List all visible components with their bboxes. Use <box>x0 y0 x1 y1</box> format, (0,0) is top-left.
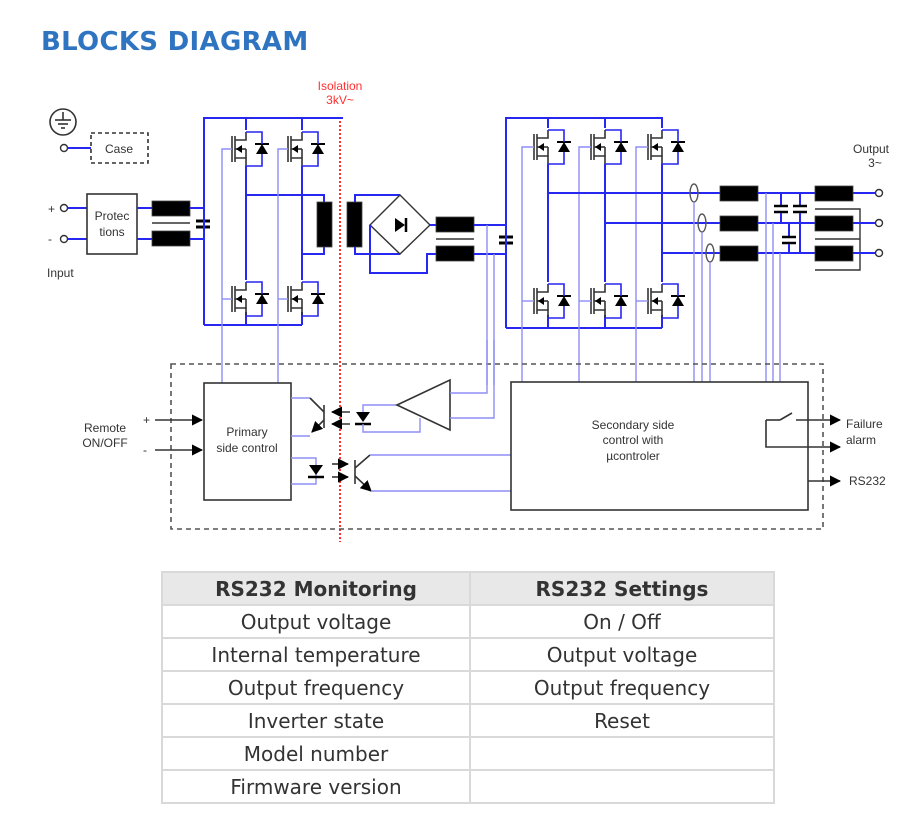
table-row: Model number <box>161 736 775 771</box>
remote-minus-label: - <box>143 443 147 457</box>
output-terminal-2 <box>874 218 884 228</box>
protections-label: Protec <box>95 209 130 223</box>
input-minus-label: - <box>48 232 52 246</box>
table-header-row: RS232 Monitoring RS232 Settings <box>161 571 775 606</box>
input-label: Input <box>47 266 74 280</box>
output-label: Output <box>853 142 890 156</box>
feedback-amplifier <box>395 378 451 432</box>
settings-cell: Output frequency <box>469 670 775 705</box>
rectifier-bridge <box>369 194 431 255</box>
table-row: Firmware version <box>161 769 775 804</box>
table-row: Internal temperature Output voltage <box>161 637 775 672</box>
failure-relay-contact <box>765 412 842 453</box>
input-choke-bottom <box>151 230 191 247</box>
primary-mosfet-2 <box>287 131 326 167</box>
input-choke-top <box>151 200 191 217</box>
secondary-mosfet-1 <box>533 129 572 165</box>
monitoring-cell: Firmware version <box>161 769 471 804</box>
secondary-control-label: Secondary side <box>592 418 675 432</box>
table-row: Inverter state Reset <box>161 703 775 738</box>
primary-side-control-label-2: side control <box>216 441 277 455</box>
secondary-mosfet-6 <box>647 283 686 319</box>
primary-mosfet-1 <box>231 131 270 167</box>
output-inductor-1 <box>719 185 759 202</box>
output-phase-label: 3~ <box>868 156 882 170</box>
remote-onoff-label: ON/OFF <box>82 436 127 450</box>
output-common-choke-1 <box>814 185 854 202</box>
rs232-table: RS232 Monitoring RS232 Settings Output v… <box>161 571 775 804</box>
output-inductor-2 <box>719 215 759 232</box>
remote-plus-label: + <box>143 413 150 427</box>
block-diagram: Isolation 3kV~ Case + - Input Protec tio… <box>47 79 890 542</box>
optocoupler-led-2 <box>308 465 324 479</box>
secondary-control-label-3: µcontroler <box>606 449 660 463</box>
settings-cell: On / Off <box>469 604 775 639</box>
secondary-mosfet-3 <box>647 129 686 165</box>
optocoupler-led-1 <box>355 412 371 426</box>
primary-mosfet-3 <box>231 281 270 317</box>
protections-block <box>86 193 138 255</box>
monitoring-cell: Model number <box>161 736 471 771</box>
table-row: Output voltage On / Off <box>161 604 775 639</box>
secondary-side-control-block <box>510 381 809 511</box>
settings-cell <box>469 736 775 771</box>
settings-cell <box>469 769 775 804</box>
case-terminal <box>59 143 69 153</box>
primary-side-control-block <box>203 382 292 501</box>
primary-side-control-label: Primary <box>226 425 267 439</box>
monitoring-cell: Inverter state <box>161 703 471 738</box>
output-inductor-3 <box>719 245 759 262</box>
primary-mosfet-4 <box>287 281 326 317</box>
secondary-mosfet-4 <box>533 283 572 319</box>
control-section-box <box>170 363 824 530</box>
monitoring-cell: Output frequency <box>161 670 471 705</box>
table-row: Output frequency Output frequency <box>161 670 775 705</box>
secondary-mosfet-5 <box>590 283 629 319</box>
page-title: BLOCKS DIAGRAM <box>41 27 309 57</box>
header-rs232-settings: RS232 Settings <box>469 571 775 606</box>
protections-label-2: tions <box>99 225 124 239</box>
case-box <box>90 132 149 164</box>
output-common-choke-3 <box>814 245 854 262</box>
remote-label: Remote <box>84 421 126 435</box>
settings-cell: Reset <box>469 703 775 738</box>
output-terminal-1 <box>874 188 884 198</box>
monitoring-cell: Output voltage <box>161 604 471 639</box>
input-plus-label: + <box>48 202 55 216</box>
secondary-mosfet-2 <box>590 129 629 165</box>
rs232-output-label: RS232 <box>849 474 886 488</box>
dc-choke-top <box>435 216 475 233</box>
output-common-choke-2 <box>814 215 854 232</box>
isolation-voltage-label: 3kV~ <box>326 93 354 107</box>
monitoring-cell: Internal temperature <box>161 637 471 672</box>
settings-cell: Output voltage <box>469 637 775 672</box>
case-label: Case <box>105 142 133 156</box>
input-plus-terminal <box>59 203 69 213</box>
input-minus-terminal <box>59 234 69 244</box>
header-rs232-monitoring: RS232 Monitoring <box>161 571 471 606</box>
transformer-secondary <box>346 201 363 248</box>
output-capacitors <box>774 193 807 253</box>
dc-choke-bottom <box>435 245 475 262</box>
earth-ground-icon <box>49 108 77 136</box>
failure-alarm-label: Failure <box>846 417 883 431</box>
output-terminal-3 <box>874 248 884 258</box>
isolation-label: Isolation <box>318 79 363 93</box>
secondary-control-label-2: control with <box>603 433 664 447</box>
failure-alarm-label-2: alarm <box>846 433 876 447</box>
transformer-primary <box>316 201 333 248</box>
